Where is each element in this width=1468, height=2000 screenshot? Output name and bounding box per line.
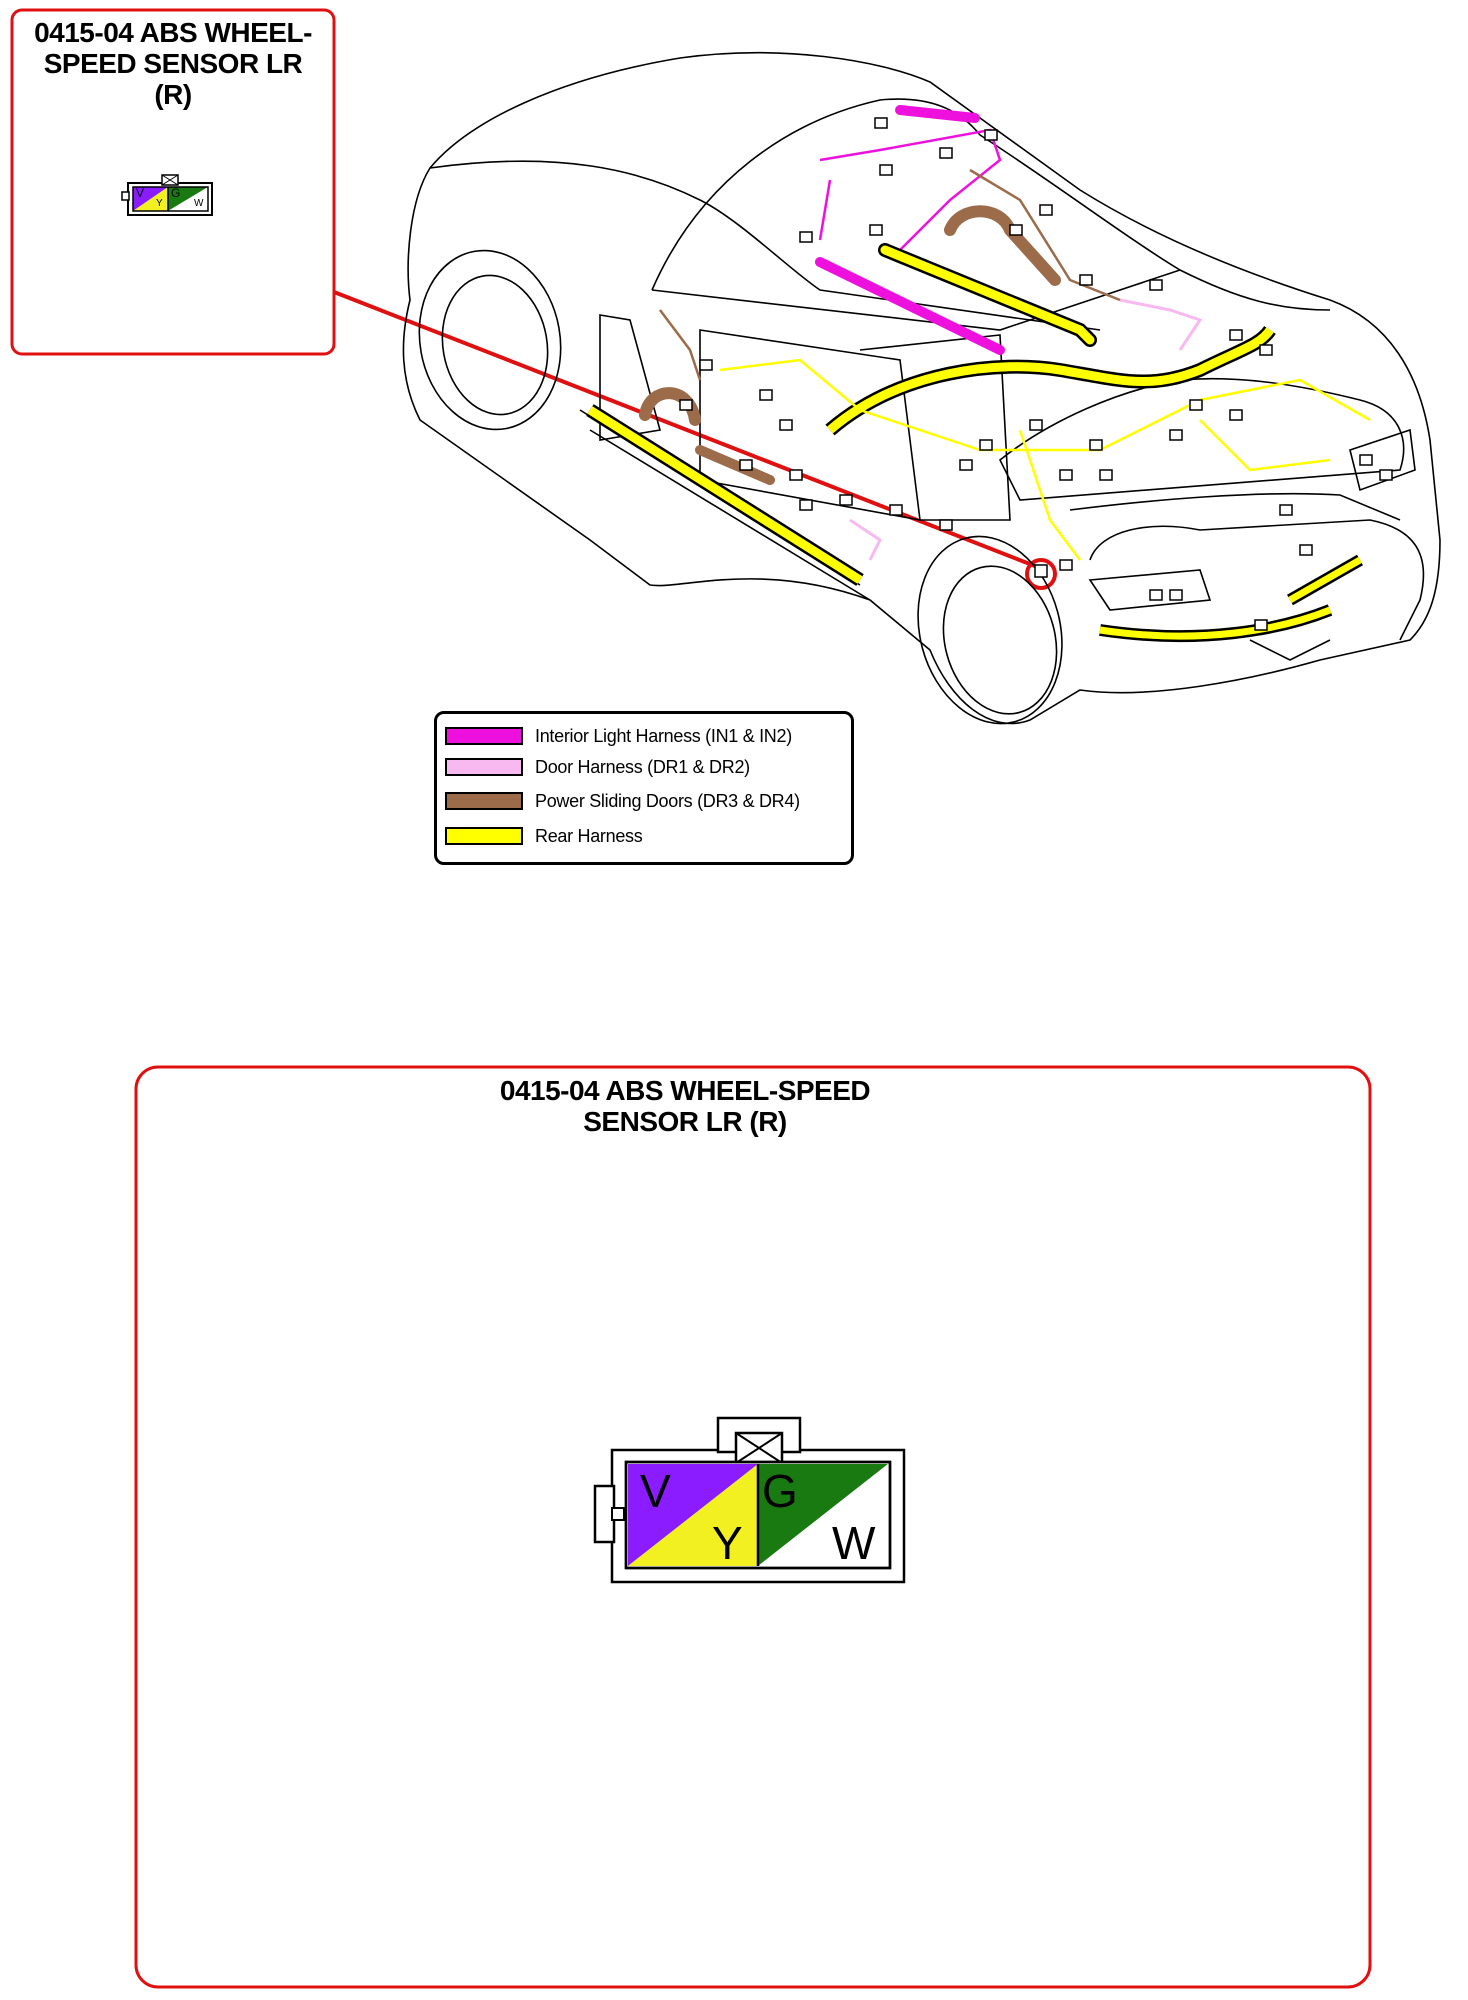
detail-box xyxy=(134,1065,1372,1989)
harness-legend: Interior Light Harness (IN1 & IN2) Door … xyxy=(434,711,854,865)
connector-location-marker xyxy=(1025,558,1057,590)
detail-pin-y: Y xyxy=(712,1517,743,1569)
vehicle-outline xyxy=(402,51,1441,725)
legend-item: Power Sliding Doors (DR3 & DR4) xyxy=(445,789,800,813)
rear-harness xyxy=(586,243,1371,643)
legend-swatch-door xyxy=(445,758,523,776)
callout-pin-y: Y xyxy=(156,198,163,209)
callout-pin-w: W xyxy=(194,198,204,209)
callout-title-line: (R) xyxy=(154,78,192,110)
legend-swatch-interior-light xyxy=(445,727,523,745)
callout-title-line: 0415-04 ABS WHEEL- xyxy=(34,17,312,48)
power-sliding-doors-harness xyxy=(639,168,1121,485)
legend-item: Rear Harness xyxy=(445,824,643,848)
legend-label: Door Harness (DR1 & DR2) xyxy=(535,756,750,777)
detail-pin-w: W xyxy=(832,1517,876,1569)
legend-item: Door Harness (DR1 & DR2) xyxy=(445,755,750,779)
legend-label: Interior Light Harness (IN1 & IN2) xyxy=(535,725,792,746)
detail-pin-g: G xyxy=(762,1465,798,1517)
detail-pin-v: V xyxy=(640,1465,671,1517)
detail-title-line: 0415-04 ABS WHEEL-SPEED xyxy=(499,1075,871,1106)
detail-title-line: SENSOR LR (R) xyxy=(583,1105,787,1137)
detail-connector xyxy=(593,1416,906,1584)
legend-swatch-power-sliding xyxy=(445,792,523,810)
legend-label: Rear Harness xyxy=(535,825,643,846)
detail-title: 0415-04 ABS WHEEL-SPEED SENSOR LR (R) xyxy=(140,1075,1230,1138)
interior-light-harness xyxy=(815,105,1005,355)
door-harness xyxy=(849,298,1203,561)
legend-item: Interior Light Harness (IN1 & IN2) xyxy=(445,724,792,748)
legend-label: Power Sliding Doors (DR3 & DR4) xyxy=(535,790,800,811)
callout-pin-g: G xyxy=(171,186,181,200)
callout-connector-icon xyxy=(121,174,213,216)
callout-title: 0415-04 ABS WHEEL- SPEED SENSOR LR (R) xyxy=(14,17,332,110)
callout-leader-line xyxy=(333,290,1041,570)
callout-title-line: SPEED SENSOR LR xyxy=(43,47,303,79)
harness-connectors xyxy=(679,117,1393,631)
legend-swatch-rear xyxy=(445,827,523,845)
callout-pin-v: V xyxy=(136,186,145,200)
